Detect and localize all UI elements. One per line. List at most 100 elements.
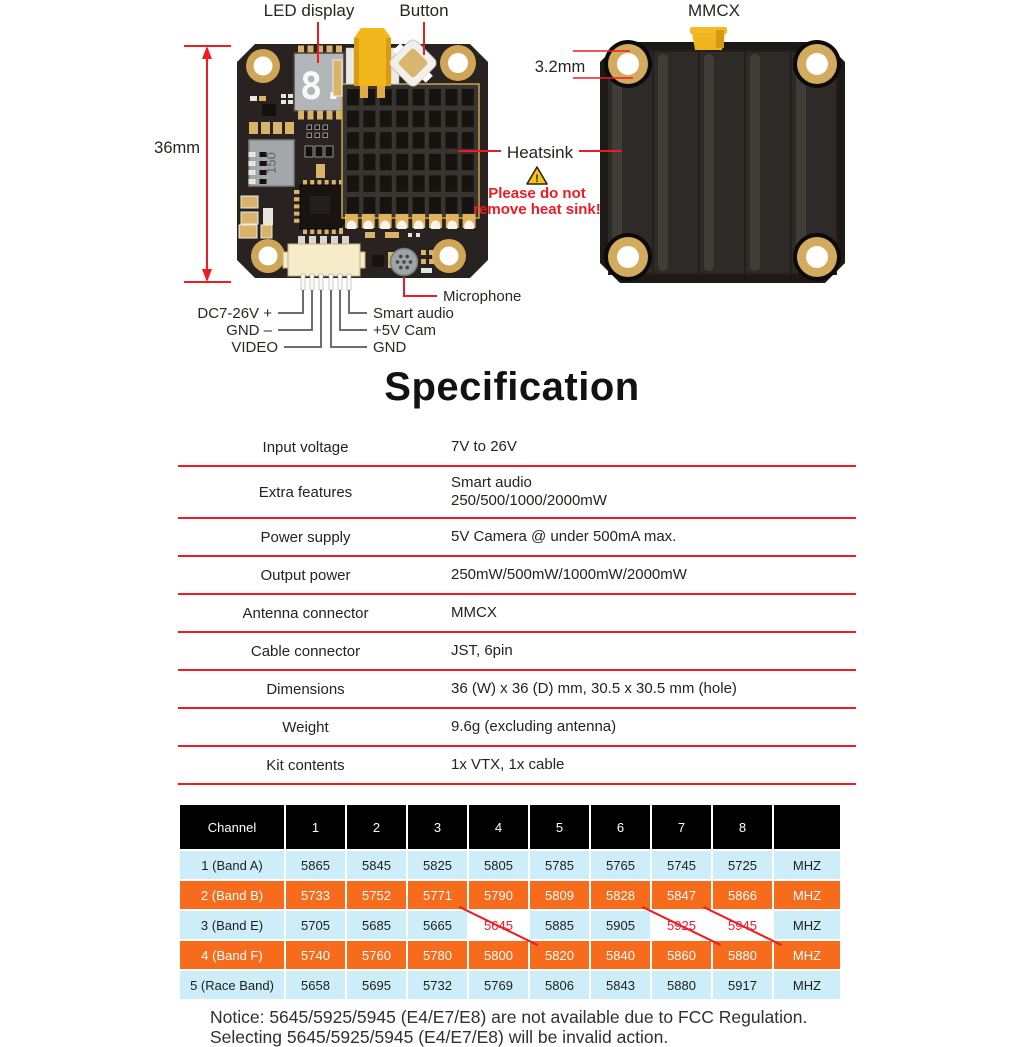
spec-row-output-power: Output power 250mW/500mW/1000mW/2000mW <box>178 557 856 595</box>
band-label-cell: 5 (Race Band) <box>180 971 284 999</box>
spec-label: Weight <box>178 719 433 736</box>
frequency-cell: 5809 <box>530 881 589 909</box>
frequency-cell: 5828 <box>591 881 650 909</box>
heatsink-front <box>342 84 479 229</box>
pin-label-gnd-right: GND <box>373 339 407 356</box>
spec-row-dimensions: Dimensions 36 (W) x 36 (D) mm, 30.5 x 30… <box>178 671 856 709</box>
main-chip <box>297 183 349 231</box>
frequency-cell: 5865 <box>286 851 345 879</box>
spec-row-kit-contents: Kit contents 1x VTX, 1x cable <box>178 747 856 785</box>
pin-label-5v-cam: +5V Cam <box>373 322 436 339</box>
spec-label: Cable connector <box>178 643 433 660</box>
channel-header-cell: 8 <box>713 805 772 849</box>
channel-header-cell: 6 <box>591 805 650 849</box>
pin-label-video: VIDEO <box>231 339 278 356</box>
spec-label: Power supply <box>178 529 433 546</box>
frequency-cell: 5665 <box>408 911 467 939</box>
frequency-cell: 5725 <box>713 851 772 879</box>
spec-value-line1: Smart audio <box>451 474 607 492</box>
fcc-notice: Notice: 5645/5925/5945 (E4/E7/E8) are no… <box>210 1008 1024 1047</box>
frequency-cell: 5840 <box>591 941 650 969</box>
channel-header-cell <box>774 805 840 849</box>
frequency-cell: 5740 <box>286 941 345 969</box>
channel-header-cell: 2 <box>347 805 406 849</box>
frequency-cell: 5685 <box>347 911 406 939</box>
channel-header-cell: 4 <box>469 805 528 849</box>
frequency-cell: 5765 <box>591 851 650 879</box>
frequency-cell: 5732 <box>408 971 467 999</box>
unit-cell: MHZ <box>774 971 840 999</box>
channel-header-cell: 3 <box>408 805 467 849</box>
frequency-cell: 5800 <box>469 941 528 969</box>
fcc-notice-line2: Selecting 5645/5925/5945 (E4/E7/E8) will… <box>210 1028 1024 1047</box>
channel-header-cell: 5 <box>530 805 589 849</box>
mmcx-connector-back <box>690 27 727 50</box>
jst-connector <box>283 244 365 290</box>
frequency-cell: 5820 <box>530 941 589 969</box>
frequency-cell: 5760 <box>347 941 406 969</box>
frequency-cell: 5705 <box>286 911 345 939</box>
specification-table: Input voltage 7V to 26V Extra features S… <box>178 429 856 785</box>
warning-text-line2: remove heat sink! <box>473 201 601 218</box>
frequency-cell: 5917 <box>713 971 772 999</box>
spec-value: MMCX <box>433 604 497 622</box>
frequency-cell: 5785 <box>530 851 589 879</box>
dimension-36mm: 36mm <box>154 46 231 282</box>
unit-cell: MHZ <box>774 851 840 879</box>
pin-label-gnd-left: GND – <box>226 322 273 339</box>
unit-cell: MHZ <box>774 881 840 909</box>
spec-row-weight: Weight 9.6g (excluding antenna) <box>178 709 856 747</box>
frequency-cell: 5780 <box>408 941 467 969</box>
frequency-cell: 5860 <box>652 941 711 969</box>
frequency-cell: 5885 <box>530 911 589 939</box>
specification-title: Specification <box>0 361 1024 413</box>
pin-label-smart-audio: Smart audio <box>373 305 454 322</box>
channel-header-cell: 7 <box>652 805 711 849</box>
frequency-cell: 5790 <box>469 881 528 909</box>
frequency-cell: 5695 <box>347 971 406 999</box>
unit-cell: MHZ <box>774 941 840 969</box>
dim-3-2mm-label: 3.2mm <box>535 58 585 76</box>
mmcx-label: MMCX <box>688 1 740 20</box>
inductor: 150 <box>249 140 294 186</box>
vtx-back-board <box>600 27 845 283</box>
frequency-cell: 5880 <box>652 971 711 999</box>
spec-value: 250mW/500mW/1000mW/2000mW <box>433 566 687 584</box>
spec-label: Output power <box>178 567 433 584</box>
spec-row-power-supply: Power supply 5V Camera @ under 500mA max… <box>178 519 856 557</box>
frequency-cell: 5769 <box>469 971 528 999</box>
vtx-diagram: 8. 150 <box>0 0 1024 356</box>
unit-cell: MHZ <box>774 911 840 939</box>
spec-value: 36 (W) x 36 (D) mm, 30.5 x 30.5 mm (hole… <box>433 680 737 698</box>
frequency-cell: 5825 <box>408 851 467 879</box>
frequency-cell: 5866 <box>713 881 772 909</box>
spec-row-input-voltage: Input voltage 7V to 26V <box>178 429 856 467</box>
spec-row-cable-connector: Cable connector JST, 6pin <box>178 633 856 671</box>
frequency-cell: 5745 <box>652 851 711 879</box>
spec-value: 9.6g (excluding antenna) <box>433 718 616 736</box>
pinout-wires <box>278 290 367 347</box>
microphone-label: Microphone <box>443 288 521 305</box>
spec-value: Smart audio 250/500/1000/2000mW <box>433 474 607 510</box>
frequency-cell: 5845 <box>347 851 406 879</box>
frequency-cell: 5771 <box>408 881 467 909</box>
spec-row-antenna-connector: Antenna connector MMCX <box>178 595 856 633</box>
frequency-cell: 5843 <box>591 971 650 999</box>
vtx-front-board: 8. 150 <box>237 28 488 290</box>
fcc-notice-line1: Notice: 5645/5925/5945 (E4/E7/E8) are no… <box>210 1008 1024 1028</box>
heatsink-label: Heatsink <box>507 143 574 162</box>
band-label-cell: 1 (Band A) <box>180 851 284 879</box>
button-label: Button <box>399 1 448 20</box>
spec-value: 7V to 26V <box>433 438 517 456</box>
spec-label: Extra features <box>178 484 433 501</box>
frequency-cell: 5880 <box>713 941 772 969</box>
frequency-cell: 5847 <box>652 881 711 909</box>
spec-value: 5V Camera @ under 500mA max. <box>433 528 676 546</box>
spec-value-line2: 250/500/1000/2000mW <box>451 492 607 510</box>
channel-header-cell: 1 <box>286 805 345 849</box>
heatsink-warning: ! Please do not remove heat sink! <box>473 167 601 218</box>
dim-36mm-label: 36mm <box>154 139 200 157</box>
band-label-cell: 4 (Band F) <box>180 941 284 969</box>
spec-value: 1x VTX, 1x cable <box>433 756 564 774</box>
